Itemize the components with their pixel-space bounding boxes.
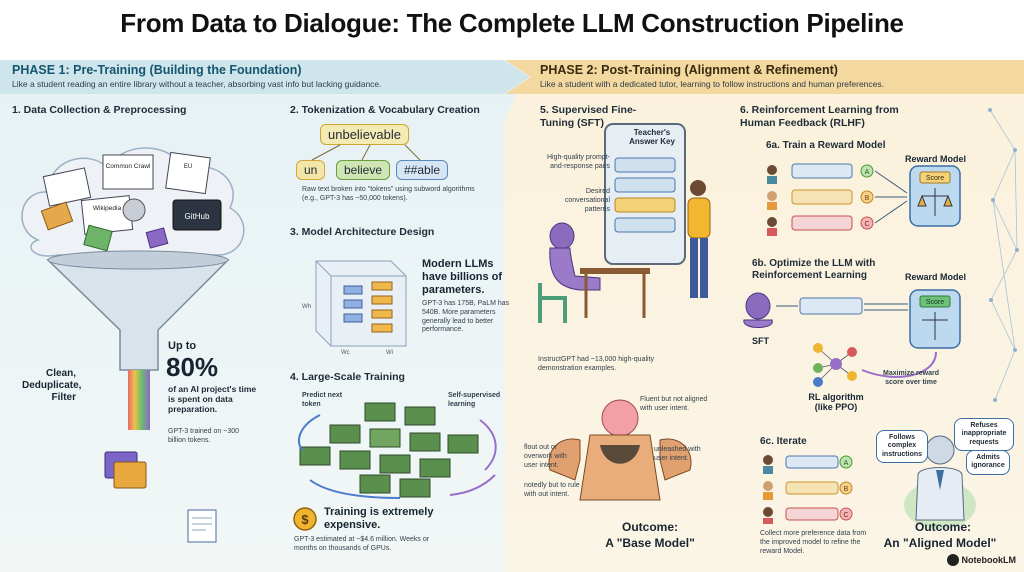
svg-text:Wc: Wc bbox=[341, 350, 350, 356]
brain-icon bbox=[601, 399, 639, 437]
parameters-note: GPT-3 has 175B, PaLM has 540B. More para… bbox=[422, 300, 510, 334]
svg-text:C: C bbox=[864, 221, 869, 228]
svg-text:B: B bbox=[844, 486, 849, 493]
gpu-cluster bbox=[298, 402, 497, 499]
data-note: GPT-3 trained on ~300 billion tokens. bbox=[168, 428, 240, 444]
training-cost-headline: Training is extremely expensive. bbox=[324, 506, 434, 531]
github-card bbox=[172, 199, 222, 231]
base-bubble-right: unleashed with user intent. bbox=[654, 446, 701, 462]
base-model-illustration bbox=[548, 399, 692, 501]
svg-text:Score: Score bbox=[926, 175, 944, 182]
training-cost-note: GPT-3 estimated at ~$4.6 million. Weeks … bbox=[294, 536, 430, 552]
rlhf-6c-diagram: A B C bbox=[763, 455, 853, 524]
svg-text:B: B bbox=[865, 195, 870, 202]
doc-eu: EU bbox=[184, 164, 192, 170]
parameters-headline: Modern LLMs have billions of parameters. bbox=[422, 258, 503, 297]
svg-text:Score: Score bbox=[926, 299, 944, 306]
doc-common-crawl: Common Crawl bbox=[106, 163, 151, 170]
desk bbox=[580, 268, 650, 274]
section6a-title: 6a. Train a Reward Model bbox=[766, 140, 886, 151]
aligned-bubble-instructions: Follows complex instructions bbox=[876, 430, 928, 464]
svg-text:C: C bbox=[843, 512, 848, 519]
board-title: Teacher's Answer Key bbox=[629, 128, 675, 147]
rl-algorithm-label: RL algorithm (like PPO) bbox=[808, 392, 864, 412]
predict-label: Predict next token bbox=[302, 392, 343, 408]
base-outcome-label: Outcome: bbox=[621, 520, 678, 534]
document-icon bbox=[187, 509, 217, 543]
self-supervised-label: Self-supervised learning bbox=[448, 392, 501, 408]
book-icon bbox=[83, 224, 113, 252]
aligned-bubble-ignorance: Admits ignorance bbox=[966, 450, 1010, 475]
aligned-bubble-refuses: Refuses inappropriate requests bbox=[954, 418, 1014, 452]
page-title: From Data to Dialogue: The Complete LLM … bbox=[120, 8, 904, 38]
rlhf-6b-diagram: Score bbox=[743, 289, 961, 387]
notebooklm-logo-icon bbox=[946, 554, 959, 566]
svg-text:A: A bbox=[865, 169, 870, 176]
scale-icon bbox=[917, 194, 953, 207]
funnel-label: Clean, Deduplicate, Filter bbox=[22, 368, 82, 403]
phase1-band bbox=[0, 60, 530, 94]
sft-label: SFT bbox=[752, 336, 769, 346]
section6b-title: 6b. Optimize the LLM with Reinforcement … bbox=[752, 258, 876, 281]
phase1-background bbox=[0, 60, 530, 572]
token-note: Raw text broken into "tokens" using subw… bbox=[302, 186, 475, 202]
phase2-title: PHASE 2: Post-Training (Alignment & Refi… bbox=[540, 63, 838, 77]
token-word: unbelievable bbox=[320, 124, 410, 145]
reward-model-a-label: Reward Model bbox=[905, 154, 967, 164]
svg-text:Wh: Wh bbox=[302, 304, 311, 310]
aligned-model-illustration bbox=[904, 435, 976, 529]
base-bubble-left2: notedly but to rule with out intent. bbox=[524, 482, 580, 498]
base-outcome-name: A "Base Model" bbox=[605, 536, 695, 550]
wikipedia-globe-icon bbox=[122, 198, 146, 222]
sft-note: InstructGPT had ~13,000 high-quality dem… bbox=[538, 356, 655, 372]
sft-label-patterns: Desired conversational patterns bbox=[564, 188, 610, 213]
doc-wikipedia: Wikipedia bbox=[93, 205, 122, 212]
phase1-subtitle: Like a student reading an entire library… bbox=[12, 79, 382, 89]
stat-text: of an AI project's time is spent on data… bbox=[168, 384, 257, 415]
section1-title: 1. Data Collection & Preprocessing bbox=[12, 104, 187, 116]
reward-model-b-label: Reward Model bbox=[905, 272, 967, 282]
section3-title: 3. Model Architecture Design bbox=[290, 226, 435, 238]
phase2-band bbox=[505, 60, 1024, 94]
token-un: un bbox=[296, 160, 326, 180]
section4-title: 4. Large-Scale Training bbox=[290, 371, 405, 383]
phase1-title: PHASE 1: Pre-Training (Building the Foun… bbox=[12, 63, 302, 77]
section6-title: 6. Reinforcement Learning from Human Fee… bbox=[740, 104, 899, 129]
aligned-outcome-name: An "Aligned Model" bbox=[883, 536, 997, 550]
maximize-note: Maximize reward score over time bbox=[882, 370, 940, 386]
sft-label-pairs: High-quality prompt-and-response pairs bbox=[546, 154, 610, 170]
doc-github: GitHub bbox=[185, 212, 210, 221]
data-funnel-illustration: Common Crawl EU Wikipedia GitHub bbox=[21, 147, 245, 430]
svg-text:A: A bbox=[844, 460, 849, 467]
notebooklm-logo: NotebookLM bbox=[946, 554, 1016, 566]
network-decoration bbox=[988, 108, 1019, 402]
iterate-note: Collect more preference data from the im… bbox=[760, 530, 867, 555]
base-bubble-left: flout out or overwork with user intent. bbox=[524, 444, 567, 469]
svg-text:$: $ bbox=[301, 512, 309, 527]
token-able: ##able bbox=[396, 160, 449, 180]
sft-illustration bbox=[538, 123, 711, 323]
dollar-coin-icon bbox=[293, 507, 317, 531]
base-bubble-top: Fluent but not aligned with user intent. bbox=[640, 396, 708, 412]
book-icon bbox=[40, 201, 74, 231]
section2-title: 2. Tokenization & Vocabulary Creation bbox=[290, 104, 480, 116]
phase2-subtitle: Like a student with a dedicated tutor, l… bbox=[540, 79, 884, 89]
section5-title: 5. Supervised Fine-Tuning (SFT) bbox=[540, 104, 637, 129]
stat-prefix: Up to bbox=[168, 340, 197, 352]
aligned-outcome-label: Outcome: bbox=[914, 520, 971, 534]
token-believe: believe bbox=[336, 160, 391, 180]
folder-icon bbox=[113, 461, 147, 489]
chair bbox=[538, 283, 567, 323]
stat-value: 80% bbox=[166, 352, 219, 382]
architecture-cube: Wh Wc Wi bbox=[302, 260, 407, 356]
rlhf-6a-diagram: A B C Score bbox=[767, 163, 961, 236]
section6c-title: 6c. Iterate bbox=[760, 436, 807, 447]
svg-text:Wi: Wi bbox=[386, 350, 393, 356]
